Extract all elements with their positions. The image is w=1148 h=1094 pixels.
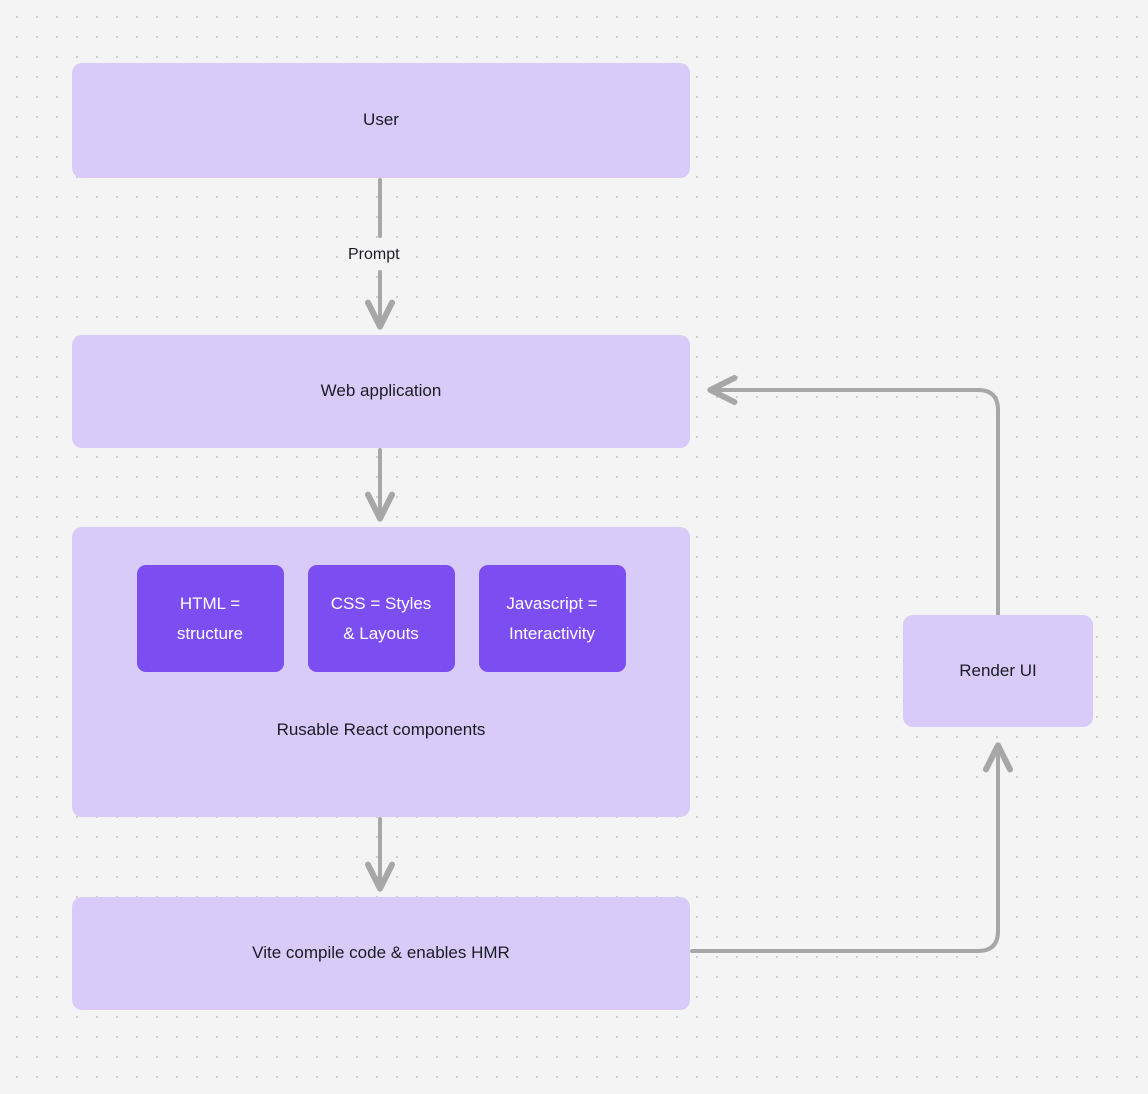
node-render-ui[interactable]: Render UI	[903, 615, 1093, 727]
edge-vite-to-render	[690, 742, 1013, 953]
chip-javascript-line2: Interactivity	[509, 623, 595, 643]
node-user-label: User	[363, 110, 399, 130]
chip-css-label: CSS = Styles & Layouts	[331, 589, 432, 647]
edge-label-prompt: Prompt	[341, 245, 407, 265]
node-reusable-react-components[interactable]: HTML = structure CSS = Styles & Layouts Ja…	[72, 527, 690, 817]
chip-css-line2: & Layouts	[343, 623, 419, 643]
node-vite-compile[interactable]: Vite compile code & enables HMR	[72, 897, 690, 1010]
chip-css[interactable]: CSS = Styles & Layouts	[307, 565, 455, 672]
chip-html[interactable]: HTML = structure	[136, 565, 284, 672]
chip-javascript[interactable]: Javascript = Interactivity	[478, 565, 626, 672]
node-render-ui-label: Render UI	[959, 660, 1037, 680]
edge-render-to-webapp	[707, 375, 1000, 616]
node-web-application-label: Web application	[320, 381, 442, 401]
chip-html-line2: structure	[176, 623, 244, 643]
chip-html-line1: HTML =	[179, 594, 241, 614]
chip-row: HTML = structure CSS = Styles & Layouts Ja…	[72, 565, 690, 672]
chip-javascript-label: Javascript = Interactivity	[506, 589, 597, 647]
chip-html-label: HTML = structure	[177, 589, 243, 647]
node-user[interactable]: User	[72, 63, 690, 178]
chip-javascript-line1: Javascript =	[506, 594, 598, 614]
node-web-application[interactable]: Web application	[72, 335, 690, 448]
node-vite-compile-label: Vite compile code & enables HMR	[252, 943, 510, 963]
node-reusable-react-components-label: Rusable React components	[276, 720, 486, 739]
chip-css-line1: CSS = Styles	[330, 594, 432, 614]
